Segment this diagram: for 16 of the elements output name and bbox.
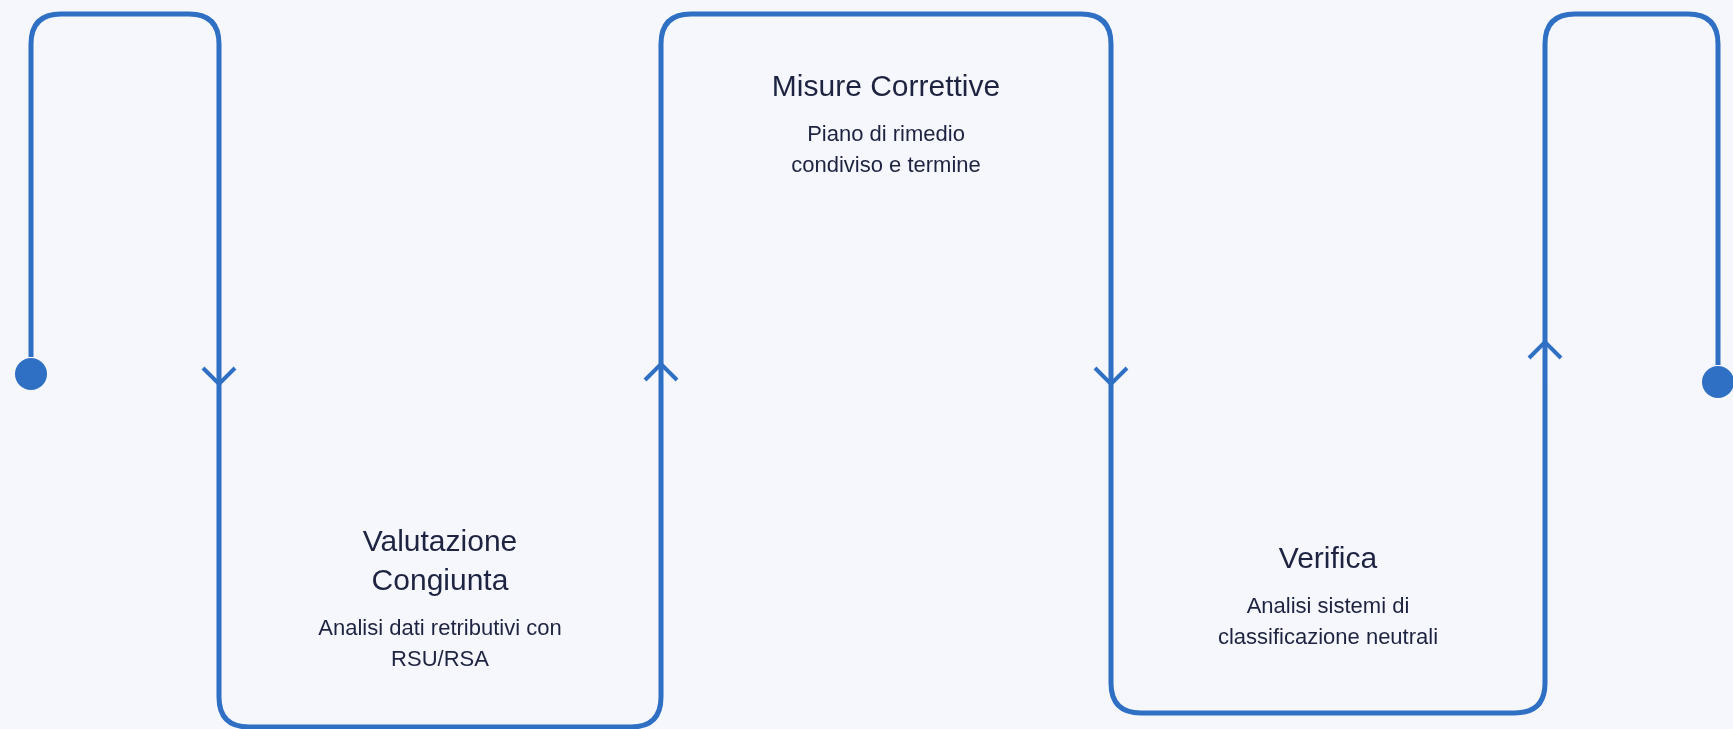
step-title: Valutazione Congiunta	[361, 523, 519, 599]
step-description: Piano di rimedio condiviso e termine	[790, 120, 982, 179]
step-title: Misure Correttive	[771, 68, 1001, 104]
step-title: Verifica	[1278, 540, 1378, 577]
arrow	[1093, 364, 1129, 386]
endpoint-dot	[14, 357, 48, 391]
connector-line	[1715, 342, 1721, 365]
arrow	[643, 362, 679, 384]
step-panel	[661, 14, 1111, 364]
step-panel	[219, 384, 661, 727]
step-description: Analisi dati retributivi con RSU/RSA	[317, 614, 563, 674]
step-panel	[1111, 384, 1545, 713]
step-description: Analisi sistemi di classificazione neutrali	[1216, 592, 1440, 652]
path-loop	[1545, 14, 1718, 342]
arrow	[28, 11, 237, 386]
arrow	[1527, 340, 1563, 384]
